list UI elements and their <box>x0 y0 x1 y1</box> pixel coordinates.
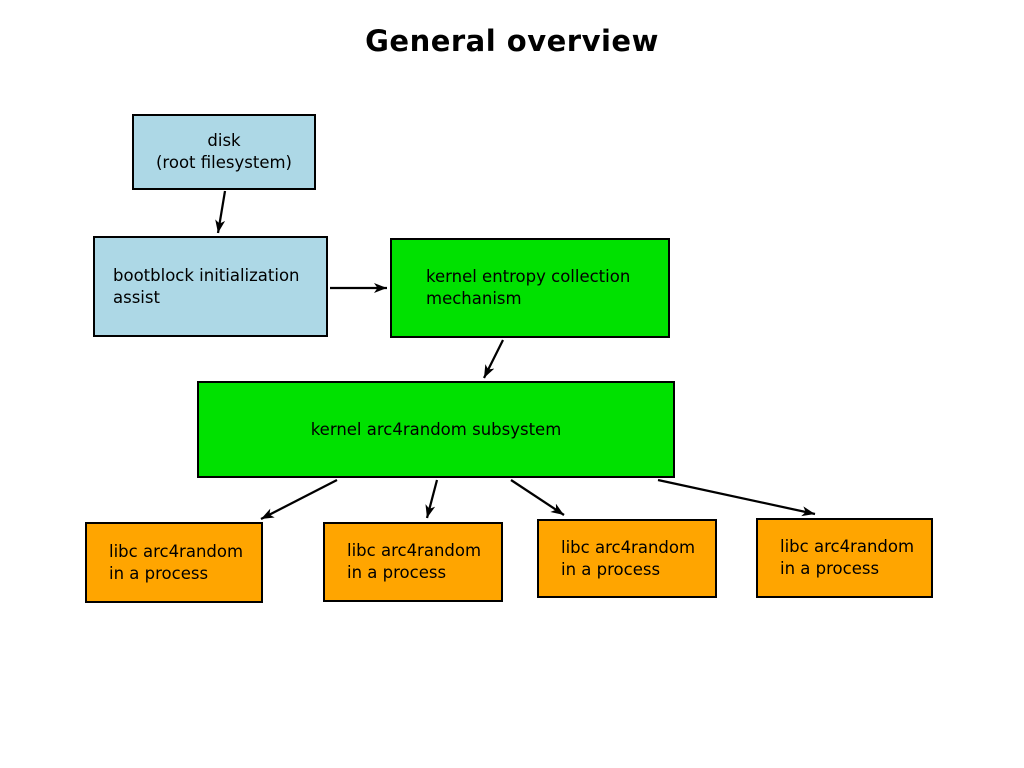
node-label-line: bootblock initialization <box>113 265 300 285</box>
node-kernel-entropy-collection: kernel entropy collection mechanism <box>390 238 670 338</box>
node-libc-arc4random-process-3: libc arc4random in a process <box>756 518 933 598</box>
arrow-arc4random-to-process-1 <box>425 479 439 519</box>
node-libc-arc4random-process-2: libc arc4random in a process <box>537 519 717 598</box>
node-label-line: libc arc4random <box>561 537 696 557</box>
arrow-arc4random-to-process-3 <box>657 478 816 517</box>
node-label-line: kernel arc4random subsystem <box>310 419 562 439</box>
node-label-line: libc arc4random <box>347 541 482 560</box>
arrow-entropy-to-arc4random <box>482 339 505 379</box>
page-title: General overview <box>365 24 659 58</box>
node-label-line: (root filesystem) <box>156 153 292 172</box>
node-label-line: libc arc4random <box>780 537 915 556</box>
node-label-line: assist <box>113 287 160 307</box>
node-libc-arc4random-process-0: libc arc4random in a process <box>85 522 263 603</box>
arrow-arc4random-to-process-0 <box>260 478 338 521</box>
arrow-disk-to-bootblock <box>215 190 227 234</box>
node-label-line: disk <box>207 131 241 150</box>
node-label-line: kernel entropy collection <box>426 267 631 286</box>
node-label-line: in a process <box>109 563 209 583</box>
node-kernel-arc4random-subsystem: kernel arc4random subsystem <box>197 381 675 478</box>
arrow-arc4random-to-process-2 <box>510 479 565 516</box>
node-disk-root-filesystem: disk (root filesystem) <box>132 114 316 190</box>
node-bootblock-initialization-assist: bootblock initialization assist <box>93 236 328 337</box>
node-label-line: mechanism <box>426 289 522 308</box>
node-label-line: in a process <box>347 563 447 582</box>
node-label-line: in a process <box>561 559 661 579</box>
node-label-line: libc arc4random <box>109 541 244 561</box>
node-label-line: in a process <box>780 559 880 578</box>
node-libc-arc4random-process-1: libc arc4random in a process <box>323 522 503 602</box>
